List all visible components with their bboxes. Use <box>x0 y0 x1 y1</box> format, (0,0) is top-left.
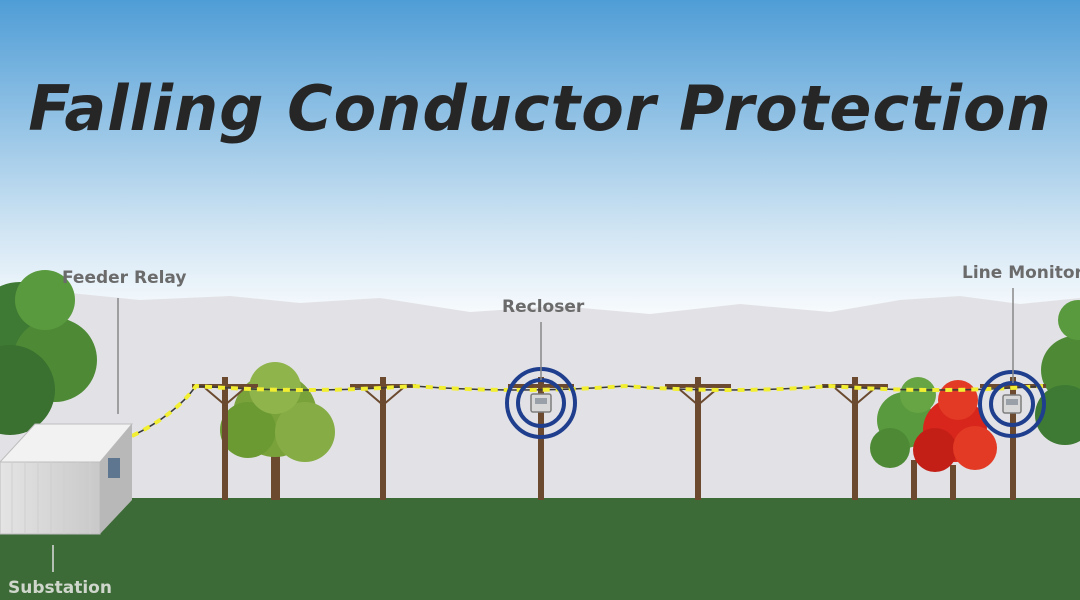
substation-label: Substation <box>8 578 112 598</box>
line-monitor-device <box>978 370 1046 438</box>
pole-2 <box>350 377 416 500</box>
line-monitor-label: Line Monitor <box>962 263 1080 283</box>
tree-left <box>0 270 97 435</box>
page-title: Falling Conductor Protection <box>28 72 1052 145</box>
recloser-label: Recloser <box>502 297 585 317</box>
tree-right-edge <box>1035 300 1080 445</box>
tree-green-right <box>870 377 936 500</box>
ground <box>0 498 1080 600</box>
substation-building <box>0 423 134 535</box>
tree-mid <box>220 362 335 500</box>
substation-window <box>108 458 120 478</box>
feeder-relay-label: Feeder Relay <box>62 268 187 288</box>
power-line <box>131 383 1044 438</box>
